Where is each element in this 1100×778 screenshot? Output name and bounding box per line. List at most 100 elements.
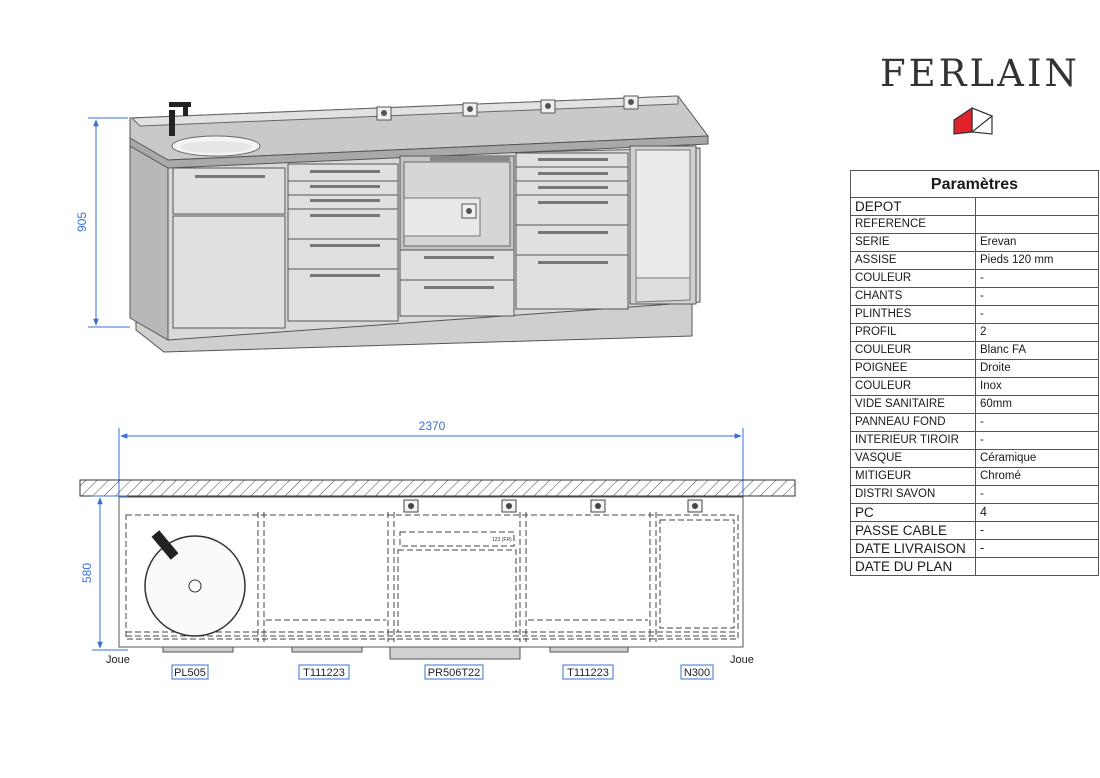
param-value: - [975, 269, 1099, 288]
param-value: - [975, 287, 1099, 306]
cabinet-elevation [129, 95, 709, 353]
param-row: COULEUR- [850, 269, 1099, 288]
param-label: PC [850, 503, 976, 522]
height-dim-label: 905 [75, 212, 89, 232]
param-value: - [975, 485, 1099, 504]
param-value: Céramique [975, 449, 1099, 468]
center-niche [399, 155, 515, 317]
joue-label-right: Joue [730, 654, 754, 666]
sink-door-top [172, 167, 286, 215]
param-label: INTERIEUR TIROIR [850, 431, 976, 450]
param-value: - [975, 305, 1099, 324]
param-value: - [975, 539, 1099, 558]
param-value: 2 [975, 323, 1099, 342]
param-value: - [975, 413, 1099, 432]
param-label: VASQUE [850, 449, 976, 468]
socket-icon [376, 106, 392, 121]
param-label: PLINTHES [850, 305, 976, 324]
param-label: SERIE [850, 233, 976, 252]
width-dim-label: 2370 [419, 419, 446, 433]
socket-icon [461, 203, 477, 219]
param-value: - [975, 521, 1099, 540]
faucet-plan-icon [151, 530, 179, 560]
ferlain-cube-logo-icon [953, 107, 994, 135]
param-row: PANNEAU FOND- [850, 413, 1099, 432]
param-label: DATE LIVRAISON [850, 539, 976, 558]
open-niche-right [629, 145, 697, 305]
wall-hatch [79, 479, 796, 497]
param-row: REFERENCE [850, 215, 1099, 234]
socket-icon [501, 499, 517, 513]
param-row: PASSE CABLE- [850, 521, 1099, 540]
sink-door [172, 215, 286, 329]
param-label: VIDE SANITAIRE [850, 395, 976, 414]
param-row: INTERIEUR TIROIR- [850, 431, 1099, 450]
param-label: COULEUR [850, 269, 976, 288]
param-value: Blanc FA [975, 341, 1099, 360]
param-label: CHANTS [850, 287, 976, 306]
param-value [975, 557, 1099, 576]
worktop-edge [129, 135, 709, 169]
socket-icon [540, 99, 556, 114]
param-label: REFERENCE [850, 215, 976, 234]
param-label: PASSE CABLE [850, 521, 976, 540]
param-value: Inox [975, 377, 1099, 396]
depth-dim-label: 580 [80, 563, 94, 583]
drawer-handle [195, 175, 265, 178]
plan-handles [162, 646, 629, 660]
socket-icon [590, 499, 606, 513]
param-label: COULEUR [850, 377, 976, 396]
param-value: 60mm [975, 395, 1099, 414]
height-dimension: 905 [75, 117, 130, 328]
parameters-title: Paramètres [850, 170, 1099, 198]
drawer-stack-right [515, 152, 629, 310]
param-label: COULEUR [850, 341, 976, 360]
socket-icon [687, 499, 703, 513]
module-label: T111223 [303, 667, 345, 679]
module-label: PR506T22 [428, 667, 481, 679]
module-label: PL505 [174, 667, 206, 679]
param-label: PANNEAU FOND [850, 413, 976, 432]
left-side-panel [129, 137, 169, 341]
plan-outline [118, 496, 744, 648]
joue-label-left: Joue [106, 654, 130, 666]
param-value: Chromé [975, 467, 1099, 486]
small-label: 123 (FR) [492, 537, 512, 543]
param-row: DATE LIVRAISON- [850, 539, 1099, 558]
param-label: MITIGEUR [850, 467, 976, 486]
socket-icon [462, 102, 478, 117]
depth-dimension: 580 [80, 495, 128, 651]
param-label: DISTRI SAVON [850, 485, 976, 504]
module-labels: PL505 T111223 PR506T22 T111223 N300 [171, 664, 714, 680]
param-row: PLINTHES- [850, 305, 1099, 324]
param-label: DEPOT [850, 197, 976, 216]
param-row: DEPOT [850, 197, 1099, 216]
param-value: Droite [975, 359, 1099, 378]
module-label: N300 [684, 667, 710, 679]
param-value [975, 197, 1099, 216]
socket-icon [623, 95, 639, 110]
module-label: T111223 [567, 667, 609, 679]
param-value: 4 [975, 503, 1099, 522]
param-label: POIGNEE [850, 359, 976, 378]
param-label: ASSISE [850, 251, 976, 270]
sink-plan [144, 530, 246, 637]
param-value [975, 215, 1099, 234]
param-label: PROFIL [850, 323, 976, 342]
param-label: DATE DU PLAN [850, 557, 976, 576]
faucet-icon [169, 102, 191, 136]
param-row: CHANTS- [850, 287, 1099, 306]
socket-icon [403, 499, 419, 513]
brand-logo-text: FERLAIN [880, 52, 1080, 95]
